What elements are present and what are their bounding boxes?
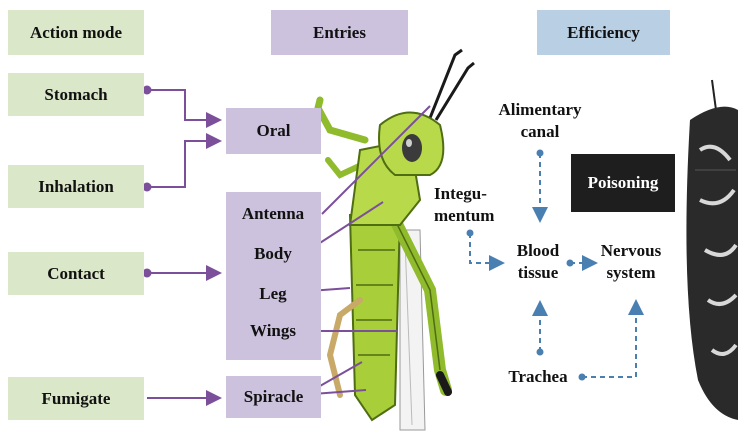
antenna-leader-line [322, 106, 430, 214]
action-mode-contact: Contact [8, 252, 144, 295]
action-mode-stomach: Stomach [8, 73, 144, 116]
alimentary-canal-line-1: Alimentary [490, 99, 590, 121]
poisoning-label: Poisoning [571, 154, 675, 212]
integumentum-line-2: mentum [434, 205, 514, 227]
nervous-system-line-1: Nervous [591, 240, 671, 262]
nervous-system-line-2: system [591, 262, 671, 284]
entry-spiracle: Spiracle [226, 376, 321, 418]
trachea-to-nervous-arrow [582, 301, 636, 377]
inhalation-to-oral-arrow [147, 141, 220, 187]
entry-leg: Leg [233, 283, 313, 305]
entry-oral: Oral [226, 108, 321, 154]
entry-wings: Wings [233, 320, 313, 342]
entries-header: Entries [271, 10, 408, 55]
blood-tissue-line-2: tissue [505, 262, 571, 284]
nervous-system-label: Nervous system [591, 240, 671, 284]
integumentum-label: Integu- mentum [434, 183, 514, 227]
action-mode-fumigate: Fumigate [8, 377, 144, 420]
alimentary-canal-line-2: canal [490, 121, 590, 143]
action-mode-inhalation: Inhalation [8, 165, 144, 208]
trachea-label: Trachea [498, 366, 578, 388]
blood-tissue-label: Blood tissue [505, 240, 571, 284]
entry-body: Body [233, 243, 313, 265]
efficiency-header: Efficiency [537, 10, 670, 55]
blood-tissue-line-1: Blood [505, 240, 571, 262]
alimentary-canal-label: Alimentary canal [490, 99, 590, 143]
stomach-to-oral-arrow [147, 90, 220, 120]
integumentum-line-1: Integu- [434, 183, 514, 205]
entry-antenna: Antenna [233, 203, 313, 225]
action-mode-header: Action mode [8, 10, 144, 55]
integumentum-to-blood-arrow [470, 233, 503, 263]
